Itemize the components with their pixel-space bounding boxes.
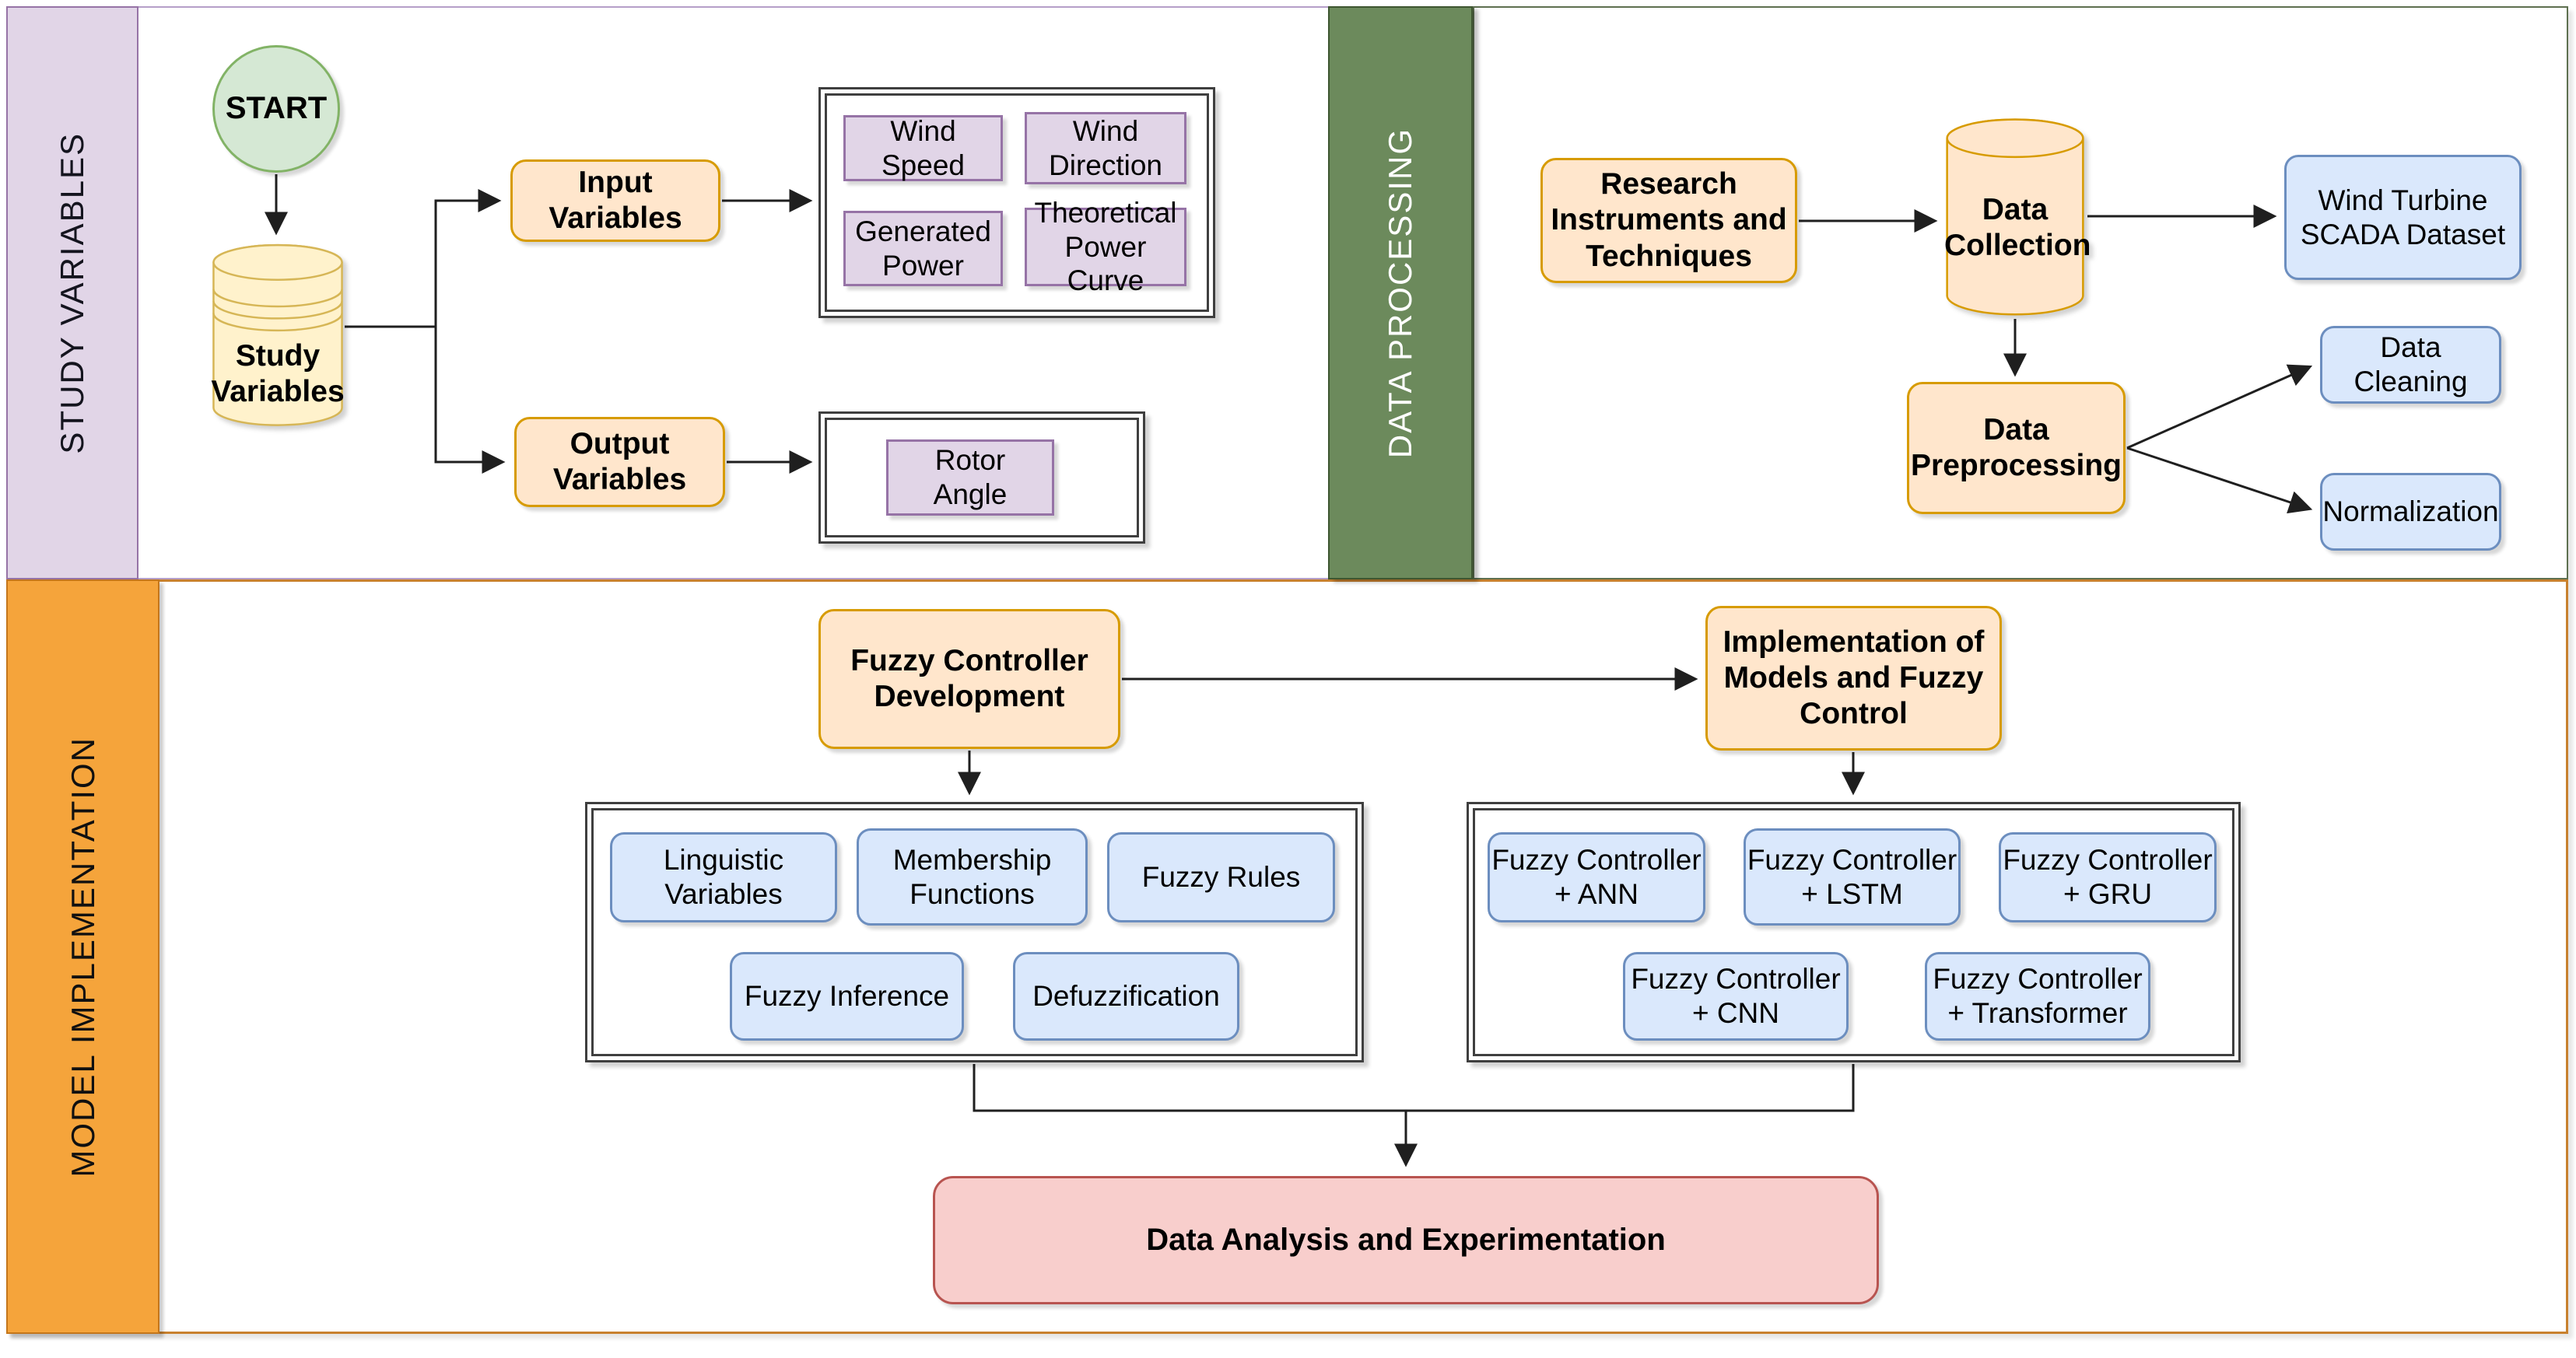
node-input-variables: Input Variables xyxy=(510,159,720,242)
node-theoretical-power-curve: Theoretical Power Curve xyxy=(1025,197,1186,296)
node-implementation-models: Implementation of Models and Fuzzy Contr… xyxy=(1705,606,2002,751)
node-research-instruments: Research Instruments and Techniques xyxy=(1540,158,1797,283)
node-fuzzy-rules: Fuzzy Rules xyxy=(1107,832,1335,922)
node-wind-direction: Wind Direction xyxy=(1025,112,1186,184)
node-fc-cnn: Fuzzy Controller + CNN xyxy=(1623,952,1849,1041)
node-normalization: Normalization xyxy=(2320,473,2501,551)
node-defuzzification: Defuzzification xyxy=(1013,952,1239,1041)
band-data-processing: DATA PROCESSING xyxy=(1328,6,1473,579)
node-fc-ann: Fuzzy Controller + ANN xyxy=(1488,832,1705,922)
node-data-analysis: Data Analysis and Experimentation xyxy=(933,1176,1879,1304)
node-data-preprocessing: Data Preprocessing xyxy=(1907,382,2126,514)
cylinder-shape xyxy=(211,241,345,428)
node-fc-lstm: Fuzzy Controller + LSTM xyxy=(1744,828,1961,926)
node-fuzzy-inference: Fuzzy Inference xyxy=(730,952,964,1041)
node-start: START xyxy=(212,45,340,173)
sidebar-model-implementation-label: MODEL IMPLEMENTATION xyxy=(64,736,101,1178)
node-fuzzy-controller-development: Fuzzy Controller Development xyxy=(818,609,1120,749)
node-generated-power: Generated Power xyxy=(843,211,1003,286)
node-fc-gru: Fuzzy Controller + GRU xyxy=(1999,832,2217,922)
node-linguistic-variables: Linguistic Variables xyxy=(610,832,837,922)
node-study-variables-label: Study Variables xyxy=(211,338,345,408)
band-data-processing-label: DATA PROCESSING xyxy=(1382,127,1418,459)
node-data-collection-cylinder: Data Collection xyxy=(1944,115,2091,317)
node-data-cleaning: Data Cleaning xyxy=(2320,326,2501,404)
node-study-variables-cylinder: Study Variables xyxy=(211,241,345,428)
node-wind-speed: Wind Speed xyxy=(843,115,1003,181)
sidebar-study-variables: STUDY VARIABLES xyxy=(6,6,138,579)
sidebar-model-implementation: MODEL IMPLEMENTATION xyxy=(6,579,159,1334)
node-rotor-angle: Rotor Angle xyxy=(886,439,1054,516)
cylinder-shape xyxy=(1944,115,2086,317)
node-fc-transformer: Fuzzy Controller + Transformer xyxy=(1925,952,2150,1041)
node-data-collection-label: Data Collection xyxy=(1944,192,2091,262)
node-membership-functions: Membership Functions xyxy=(857,828,1088,926)
sidebar-study-variables-label: STUDY VARIABLES xyxy=(54,131,90,454)
node-output-variables: Output Variables xyxy=(514,417,725,507)
node-scada-dataset: Wind Turbine SCADA Dataset xyxy=(2284,155,2522,280)
